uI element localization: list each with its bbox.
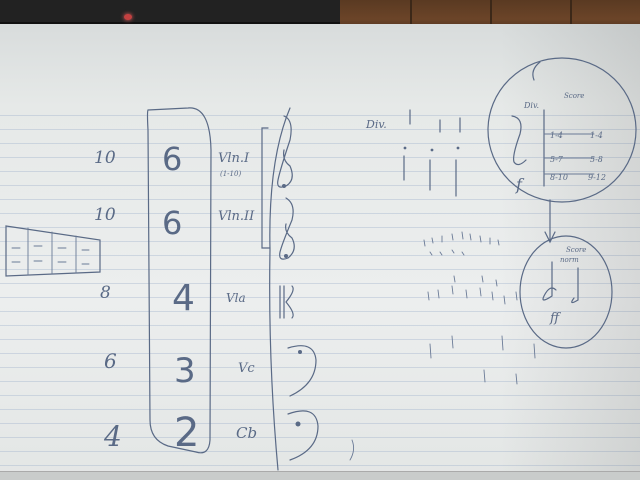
size-vln2: 6: [162, 204, 182, 242]
circle-top-row3-right: 9-12: [588, 173, 606, 182]
circle-bottom-score: Score: [566, 246, 586, 254]
ruled-lines: [0, 102, 640, 480]
circle-top-score: Score: [564, 92, 584, 100]
size-vln1: 6: [162, 140, 182, 178]
down-arrow-icon: [544, 199, 556, 244]
count-cb: 4: [103, 420, 122, 453]
section-tick-marks: [423, 231, 536, 385]
whiteboard: [0, 24, 640, 480]
label-vln2: Vln.II: [218, 209, 255, 224]
count-vln2: 10: [94, 205, 116, 225]
size-vc: 3: [174, 351, 196, 391]
circle-bottom-dynamic: ff: [549, 311, 562, 326]
label-vla: Vla: [226, 291, 246, 305]
stand-bracket: [146, 107, 212, 454]
vln-bracket: [261, 127, 271, 249]
marker-tray: [0, 471, 640, 480]
seating-diagram: [5, 225, 101, 277]
circle-top-dynamic: f: [515, 175, 525, 194]
label-vc: Vc: [238, 361, 255, 376]
stand-sizes: 6 6 4 3 2: [162, 140, 199, 456]
treble-clef-icon: [277, 115, 293, 188]
size-vla: 4: [172, 278, 195, 319]
curve-arrow-icon: [532, 61, 541, 81]
alto-clef-icon: [279, 285, 294, 319]
indicator-light: [124, 14, 132, 20]
count-vla: 8: [100, 283, 111, 303]
board-shadow: [500, 24, 640, 480]
divisi-marks: [403, 109, 461, 197]
instrument-labels: Vln.I (1-10) Vln.II Vla Vc Cb: [218, 151, 257, 442]
bass-clef-icon: [287, 345, 317, 397]
wall-slat: [570, 0, 572, 32]
divisi-label: Div.: [365, 118, 387, 131]
wall-slat: [490, 0, 492, 32]
system-brace: [269, 107, 291, 471]
circle-top-row3-left: 8-10: [550, 173, 568, 182]
clef-dot: [284, 254, 288, 258]
treble-clef-icon: [279, 197, 295, 260]
label-vln1-range: (1-10): [220, 170, 241, 178]
circle-top-row2-right: 5-8: [590, 155, 603, 164]
clefs: [277, 115, 319, 461]
size-cb: 2: [174, 410, 199, 456]
circle-bottom-norm: norm: [560, 256, 579, 264]
wall-slat: [410, 0, 412, 32]
circle-top-div: Div.: [523, 101, 539, 110]
player-counts: 10 10 8 6 4: [94, 148, 122, 453]
clef-dot: [295, 421, 301, 427]
circle-top-row1-left: 1-4: [550, 131, 563, 140]
staff-line-end: [349, 439, 355, 461]
count-vc: 6: [104, 349, 117, 373]
clef-dot: [282, 184, 286, 188]
label-vln1: Vln.I: [218, 151, 250, 166]
bass-clef-icon: [287, 410, 319, 461]
clef-dot: [298, 350, 302, 354]
circle-top-row2-left: 5-7: [550, 155, 564, 164]
screen-frame: [0, 0, 340, 24]
circle-top-row1-right: 1-4: [590, 131, 603, 140]
count-vln1: 10: [94, 148, 116, 168]
score-detail-top: Score Div. 1-4 1-4 5-7 5-8 8-10 9-12 f: [487, 57, 637, 203]
score-detail-bottom: Score norm ff: [519, 235, 613, 349]
label-cb: Cb: [236, 424, 257, 442]
